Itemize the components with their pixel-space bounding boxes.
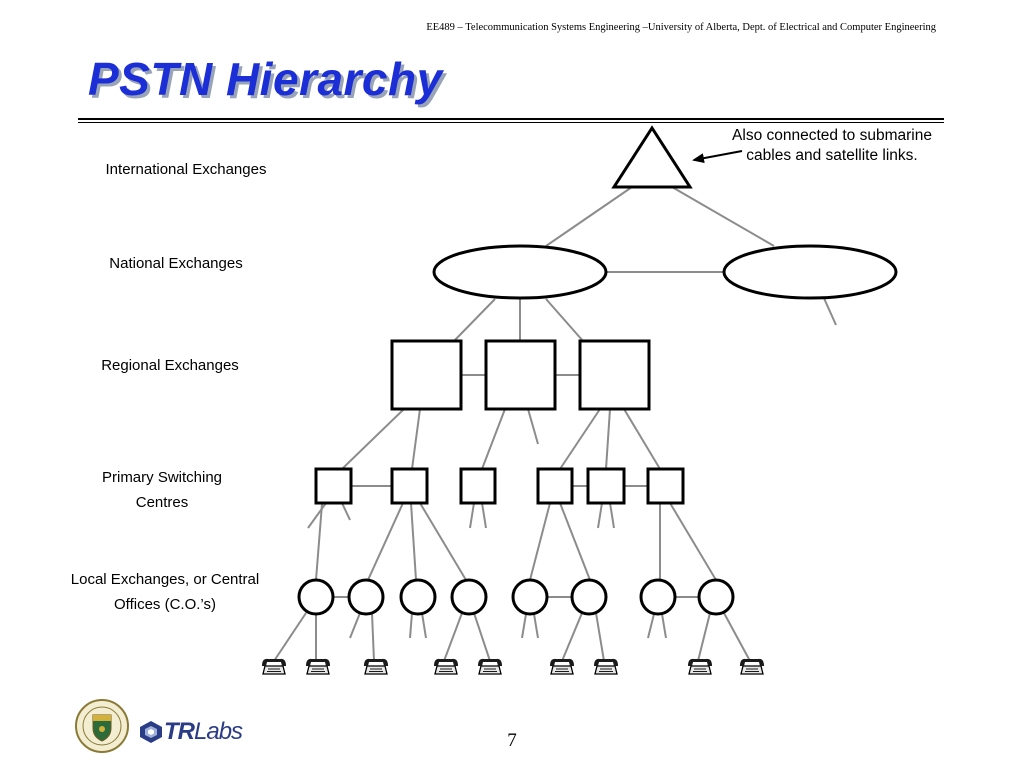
callout-arrow <box>692 150 743 164</box>
link <box>669 502 717 581</box>
link <box>559 408 601 470</box>
level-label-regional: Regional Exchanges <box>101 357 239 374</box>
link <box>273 612 307 662</box>
link <box>723 612 751 662</box>
link <box>421 612 427 639</box>
link <box>371 612 375 662</box>
link <box>605 408 611 470</box>
link <box>341 408 405 470</box>
link <box>561 612 583 662</box>
link <box>822 295 837 326</box>
link <box>453 298 496 342</box>
telephone-icon <box>593 658 619 675</box>
level-label-primary: Primary Switching Centres <box>101 469 223 511</box>
trlabs-logo-labs: Labs <box>194 718 243 745</box>
callout-note: Also connected to submarine cables and s… <box>732 127 932 164</box>
link <box>307 502 327 529</box>
telephone-icon <box>739 658 765 675</box>
link <box>623 408 661 470</box>
university-crest-icon <box>74 698 130 759</box>
local-exchange-node <box>450 578 488 616</box>
link <box>595 612 605 662</box>
level-label-international: International Exchanges <box>105 161 267 178</box>
link <box>647 613 655 639</box>
link <box>443 612 463 662</box>
primary-switching-centre-node <box>586 467 626 505</box>
primary-switching-centre-node <box>646 467 685 505</box>
national-exchange-node <box>722 244 898 300</box>
page-number: 7 <box>507 730 517 751</box>
link <box>533 613 539 639</box>
local-exchange-node <box>697 578 735 616</box>
title-rule-top <box>78 118 944 120</box>
link <box>341 502 351 521</box>
local-exchange-node <box>399 578 437 616</box>
header-note: EE489 – Telecommunication Systems Engine… <box>426 22 936 33</box>
international-exchange-node <box>611 125 693 189</box>
link <box>411 408 421 470</box>
telephone-icon <box>261 658 287 675</box>
link <box>559 502 591 581</box>
level-label-national: National Exchanges <box>109 255 243 272</box>
telephone-icon <box>433 658 459 675</box>
local-exchange-node <box>347 578 385 616</box>
link <box>315 503 323 581</box>
primary-switching-centre-node <box>459 467 497 505</box>
local-exchange-node <box>511 578 549 616</box>
regional-exchange-node <box>390 339 463 411</box>
title-rule-bottom <box>78 122 944 123</box>
telephone-icon <box>687 658 713 675</box>
regional-exchange-node <box>484 339 557 411</box>
link <box>521 613 527 639</box>
link <box>661 613 667 639</box>
telephone-icon <box>305 658 331 675</box>
link <box>597 502 603 529</box>
telephone-icon <box>363 658 389 675</box>
link <box>697 612 711 662</box>
telephone-icon <box>477 658 503 675</box>
local-exchange-node <box>570 578 608 616</box>
primary-switching-centre-node <box>536 467 574 505</box>
primary-switching-centre-node <box>314 467 353 505</box>
trlabs-logo-icon: TRLabs <box>138 718 243 746</box>
local-exchange-node <box>297 578 335 616</box>
link <box>409 612 413 639</box>
link <box>527 408 539 445</box>
link <box>367 502 404 581</box>
link <box>481 408 506 470</box>
link <box>410 502 417 581</box>
link <box>469 502 475 529</box>
link <box>671 186 775 247</box>
link <box>473 612 491 662</box>
trlabs-logo-tr: TR <box>164 718 195 745</box>
link <box>545 298 584 342</box>
regional-exchange-node <box>578 339 651 411</box>
primary-switching-centre-node <box>390 467 429 505</box>
link <box>609 502 615 529</box>
national-exchange-node <box>432 244 608 300</box>
link <box>529 502 551 581</box>
link <box>419 502 467 581</box>
telephone-icon <box>549 658 575 675</box>
link <box>481 502 487 529</box>
local-exchange-node <box>639 578 677 616</box>
level-label-local: Local Exchanges, or Central Offices (C.O… <box>70 571 260 613</box>
link <box>545 186 633 247</box>
slide-title: PSTN Hierarchy <box>88 53 443 105</box>
link <box>349 612 361 639</box>
